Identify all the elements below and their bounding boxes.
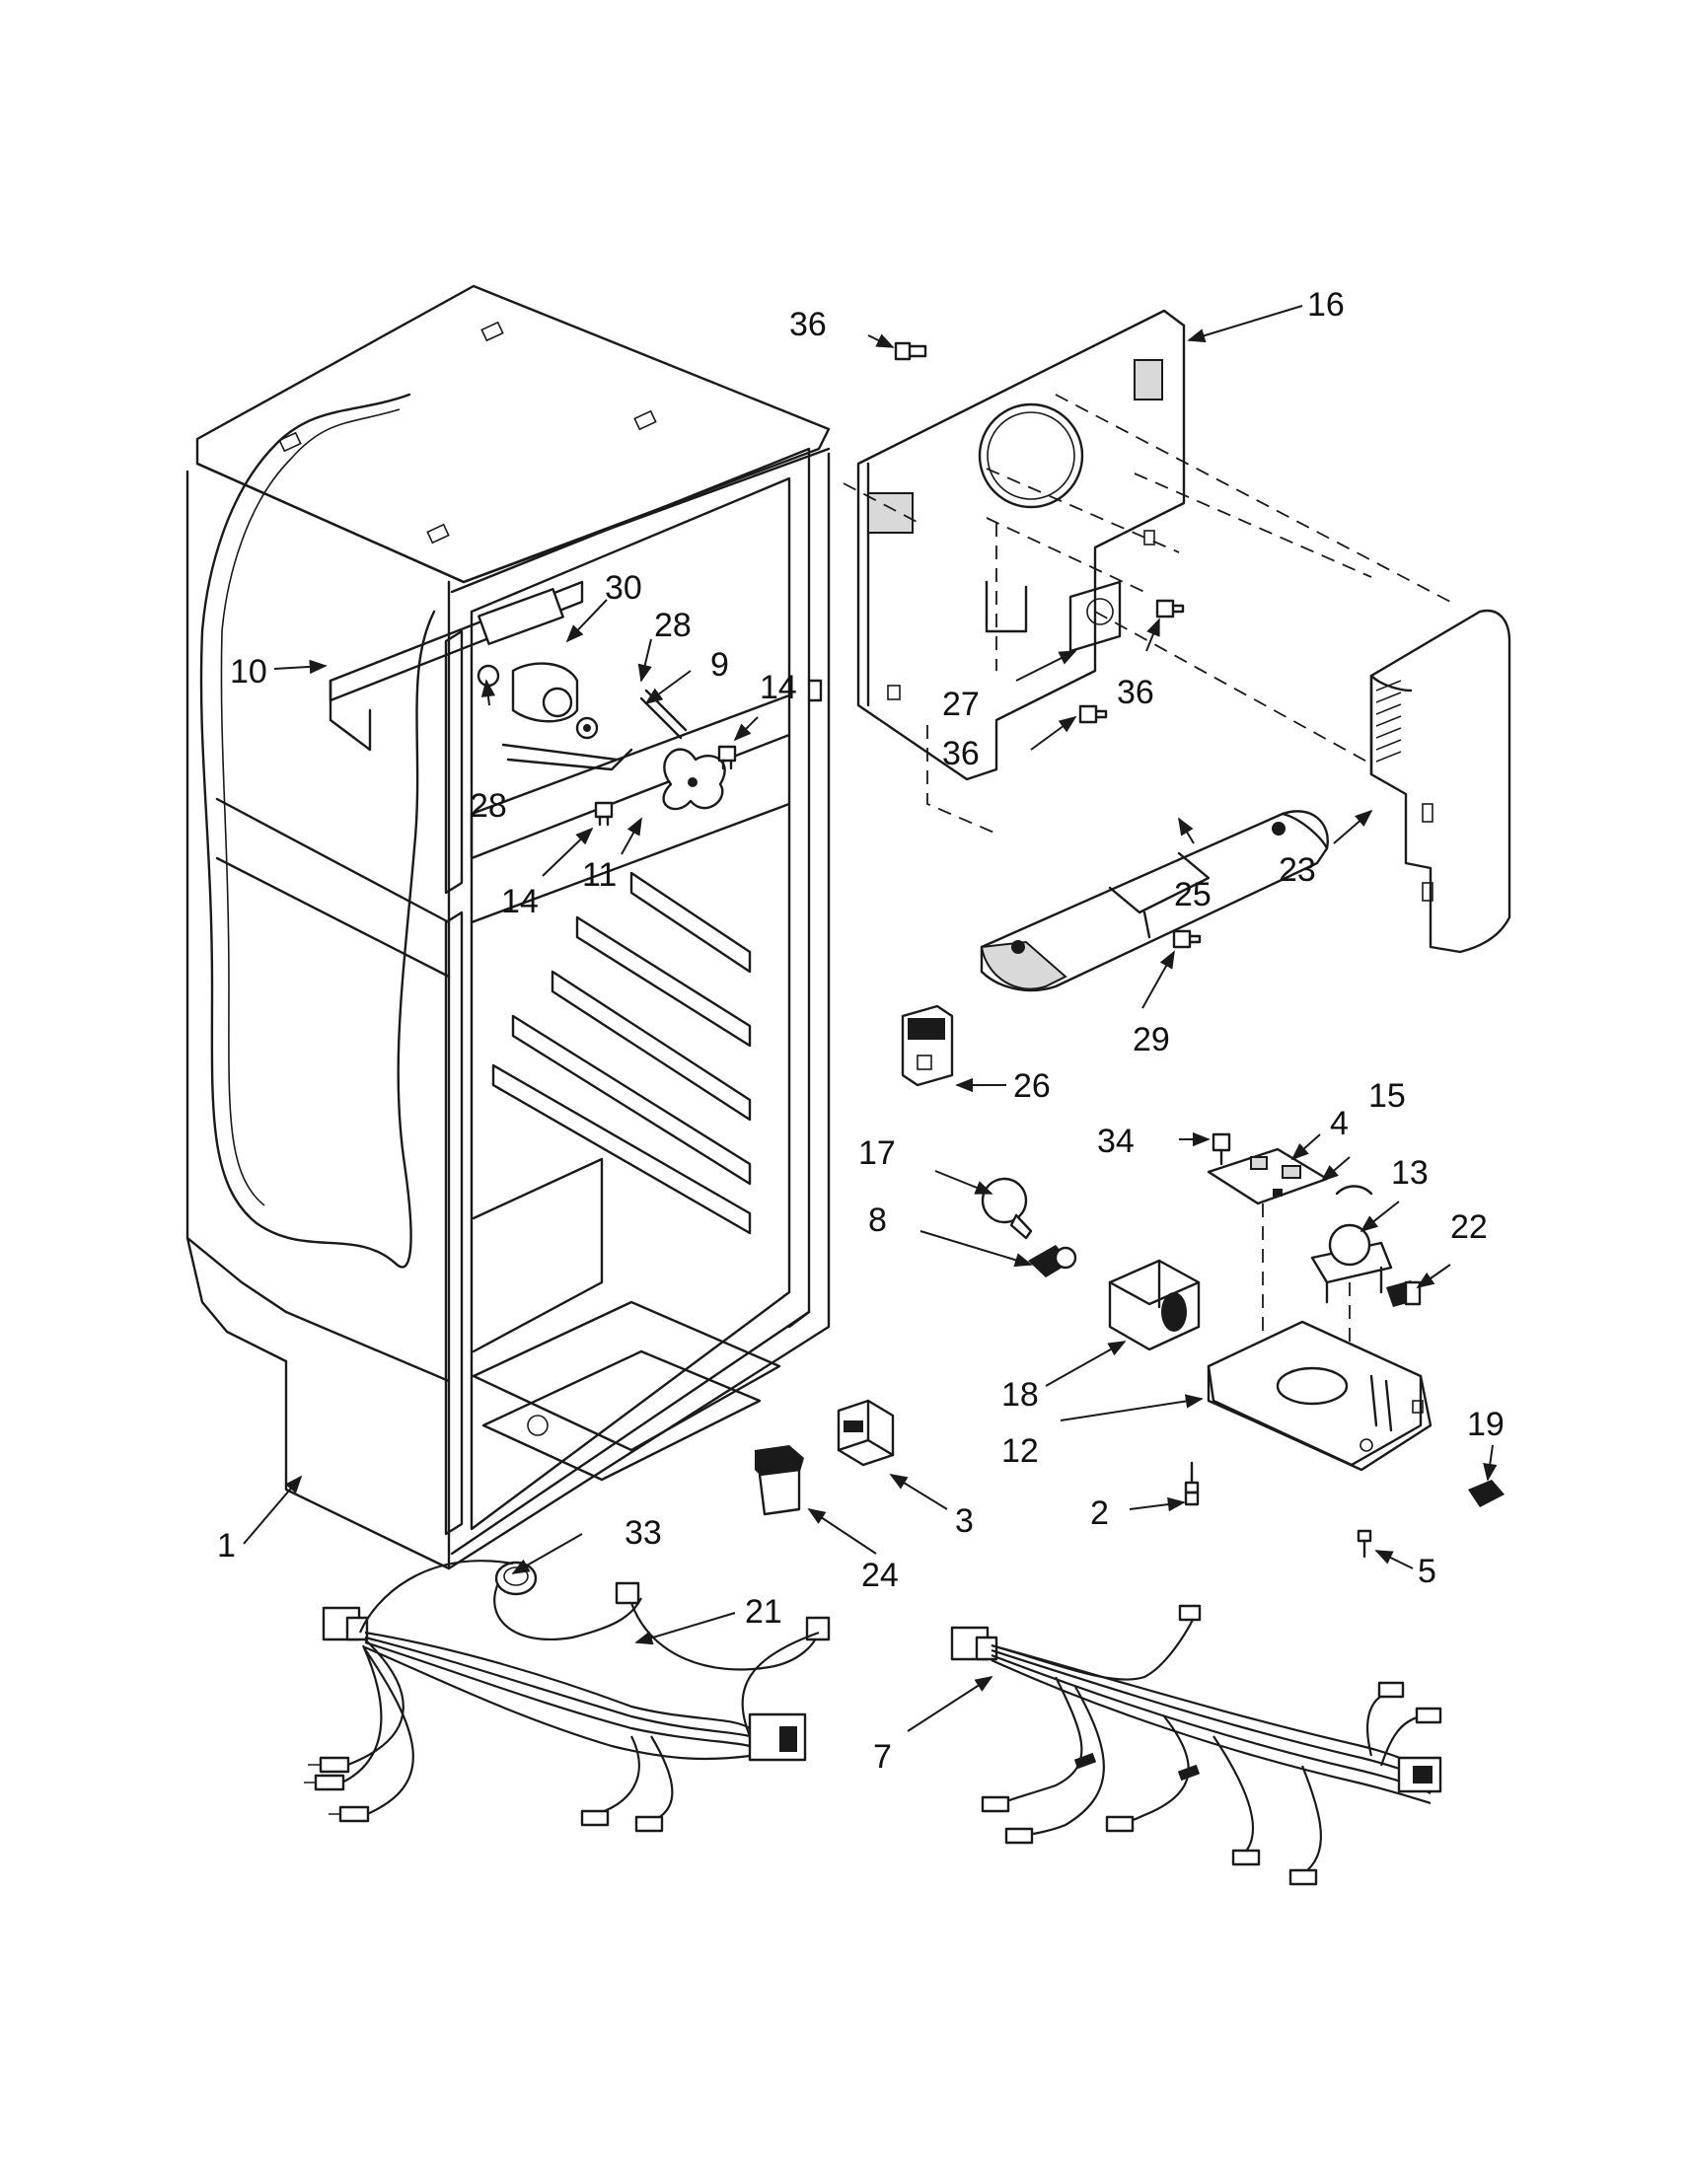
overload: [755, 1445, 804, 1516]
label-part-33: 33: [625, 1514, 662, 1552]
relay: [837, 1399, 895, 1467]
label-part-36b: 36: [1117, 674, 1154, 711]
control-housing: [1207, 1320, 1433, 1472]
label-part-23: 23: [1279, 851, 1316, 889]
label-part-26: 26: [1013, 1067, 1051, 1105]
label-part-30: 30: [605, 569, 642, 607]
label-part-11: 11: [582, 856, 617, 894]
screw-2: [1184, 1461, 1200, 1506]
insulation-block: [1108, 1259, 1201, 1351]
callout-arrows: [243, 305, 1498, 1732]
shield-vents: [1375, 680, 1402, 763]
label-part-10: 10: [230, 653, 267, 691]
label-part-9: 9: [710, 646, 729, 684]
thermostat: [1310, 1223, 1393, 1401]
label-part-19: 19: [1467, 1406, 1505, 1443]
light-socket: [901, 1004, 954, 1087]
screw-34: [1212, 1132, 1231, 1166]
label-part-36a: 36: [789, 306, 827, 343]
label-part-34: 34: [1097, 1123, 1135, 1160]
light-cover: [980, 810, 1329, 992]
label-part-15: 15: [1368, 1077, 1406, 1115]
label-part-13: 13: [1391, 1154, 1429, 1192]
label-part-8: 8: [868, 1201, 887, 1239]
label-part-1: 1: [217, 1527, 236, 1565]
screw-5: [1357, 1529, 1372, 1559]
control-board: [1207, 1147, 1329, 1381]
label-part-14b: 14: [760, 669, 797, 706]
label-part-7: 7: [873, 1738, 892, 1776]
part-labels: 1 2 3 4 5 7 8 9 10 11 12 13 14 14 15 16 …: [217, 286, 1505, 1776]
screw-36-top: [894, 341, 927, 361]
screw-36-mid: [1155, 599, 1185, 619]
wire-harness-21: [304, 1560, 831, 1833]
connector-19: [1468, 1480, 1505, 1507]
label-part-2: 2: [1090, 1494, 1109, 1532]
label-part-22: 22: [1450, 1208, 1488, 1246]
cabinet-liner: [185, 284, 831, 1570]
label-part-3: 3: [955, 1502, 974, 1540]
label-part-12: 12: [1001, 1432, 1039, 1470]
label-part-14a: 14: [501, 883, 539, 920]
label-part-28b: 28: [654, 607, 692, 644]
label-part-28a: 28: [470, 787, 507, 825]
light-shield: [1369, 609, 1511, 954]
screw-29: [1172, 929, 1202, 949]
label-part-21: 21: [745, 1593, 782, 1631]
label-part-24: 24: [861, 1557, 899, 1594]
lamp-socket: [1028, 1245, 1077, 1277]
label-part-4: 4: [1330, 1105, 1349, 1142]
light-bulb: [981, 1177, 1033, 1240]
screw-36-low: [1078, 704, 1108, 724]
rear-panel: [843, 309, 1451, 835]
label-part-16: 16: [1307, 286, 1345, 324]
label-part-5: 5: [1418, 1553, 1436, 1590]
wire-clip: [1335, 1185, 1373, 1196]
control-knob: [1386, 1280, 1422, 1307]
wire-harness-7: [950, 1604, 1442, 1886]
label-part-18: 18: [1001, 1376, 1039, 1414]
label-part-27: 27: [942, 686, 980, 723]
label-part-25: 25: [1174, 876, 1212, 913]
label-part-17: 17: [858, 1134, 896, 1172]
fan-assembly: [329, 580, 737, 827]
grommet: [494, 1561, 538, 1596]
label-part-36c: 36: [942, 735, 980, 772]
label-part-29: 29: [1133, 1021, 1170, 1058]
